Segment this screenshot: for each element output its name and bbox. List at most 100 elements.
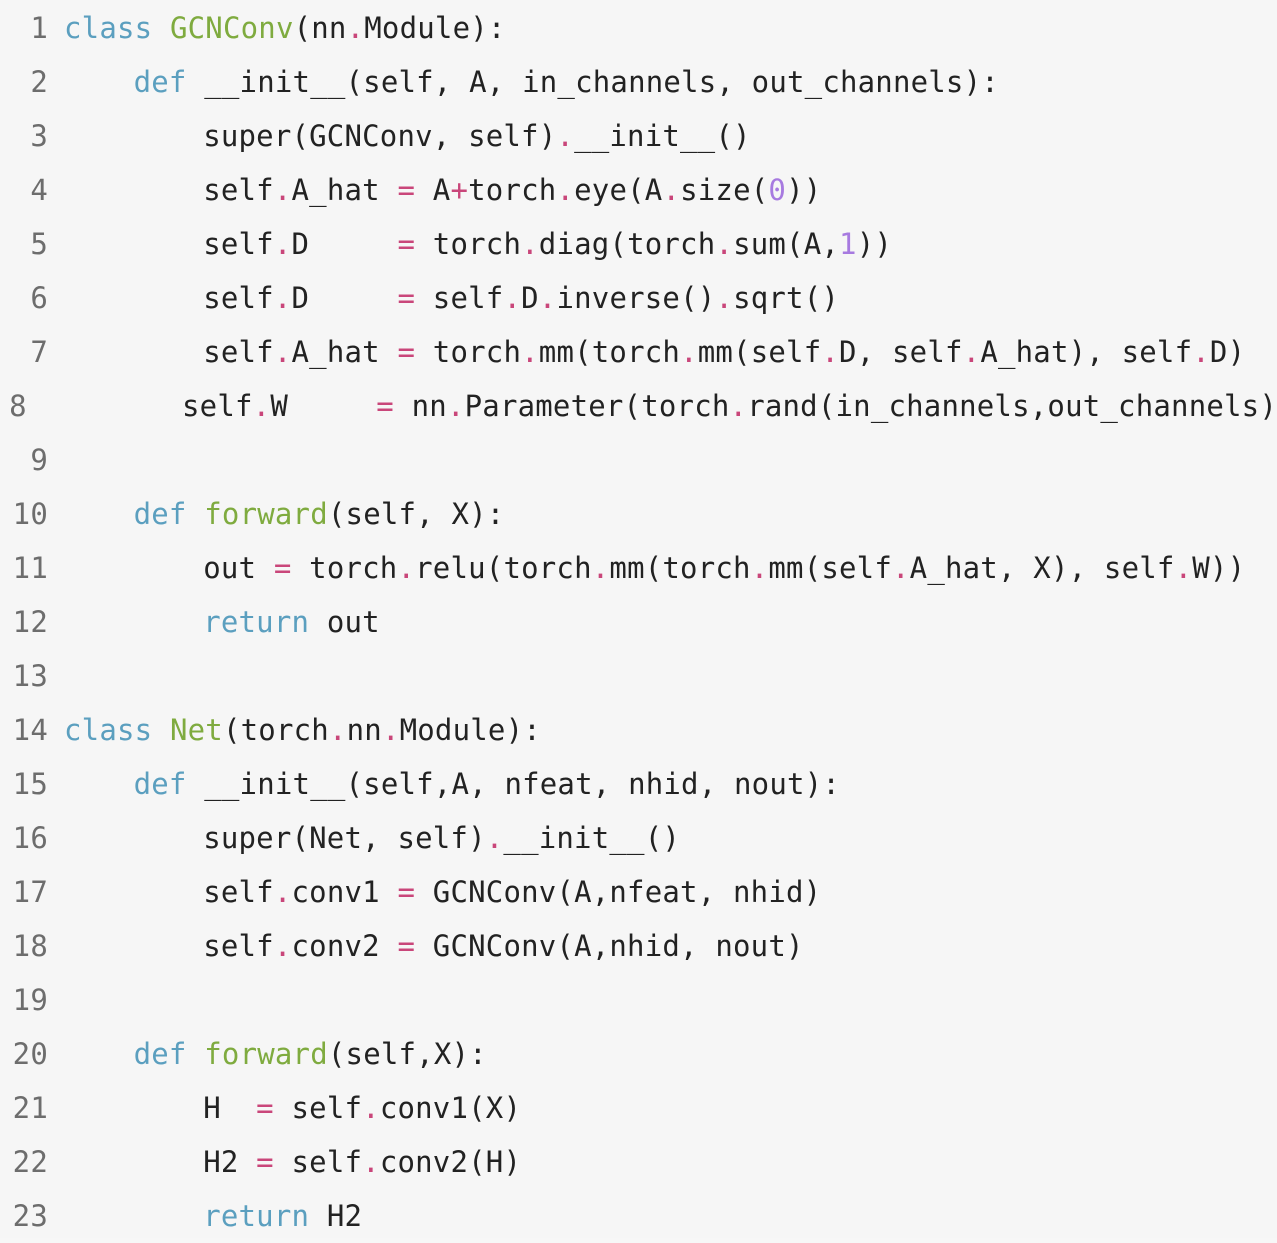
code-line: 3 super(GCNConv, self).__init__() [0,109,1277,163]
code-token: W)) [1192,551,1246,585]
code-token: . [715,227,734,261]
code-token: . [1174,551,1193,585]
line-number: 8 [9,389,27,423]
code-token: forward [204,1037,328,1071]
code-token: = [256,1145,274,1179]
code-line: 18 self.conv2 = GCNConv(A,nhid, nout) [0,919,1277,973]
code-token: self [182,389,253,423]
code-text: def forward(self, X): [64,497,505,531]
code-token: = [273,551,292,585]
code-token: Net [169,713,223,747]
code-token: return [203,605,310,639]
code-token: return [203,1199,310,1233]
line-number: 12 [12,605,48,639]
code-token: relu(torch [415,551,592,585]
code-token: = [397,335,416,369]
code-token: self [203,929,274,963]
code-token: H [203,1091,257,1125]
code-text: out = torch.relu(torch.mm(torch.mm(self.… [64,551,1245,585]
code-token: mm(self [768,551,892,585]
code-text: H2 = self.conv2(H) [64,1145,521,1179]
code-token: . [273,173,292,207]
code-token: def [133,497,187,531]
code-token: . [521,335,539,369]
code-token: self [203,281,274,315]
line-number: 13 [12,659,48,693]
code-token: D, self [839,335,963,369]
code-text: self.A_hat = torch.mm(torch.mm(self.D, s… [64,335,1245,369]
code-token: . [538,281,557,315]
code-line: 9 [0,433,1277,487]
code-token: . [273,875,292,909]
code-text: super(GCNConv, self).__init__() [64,119,751,153]
code-token: sum(A, [733,227,840,261]
code-token [152,11,170,45]
code-token: GCNConv(A,nhid, nout) [415,929,804,963]
code-token: . [273,335,292,369]
code-text: class GCNConv(nn.Module): [64,11,506,45]
code-token: . [446,389,465,423]
code-text: self.D = self.D.inverse().sqrt() [64,281,839,315]
code-token: . [273,227,292,261]
code-token: . [662,173,681,207]
code-token: . [680,335,698,369]
code-text: self.D = torch.diag(torch.sum(A,1)) [64,227,892,261]
code-token: self [203,173,274,207]
line-number: 1 [30,11,48,45]
code-token: mm(self [697,335,822,369]
code-token: Module): [364,11,506,45]
code-token: = [397,875,416,909]
code-token: out [203,551,274,585]
code-token [187,1037,205,1071]
code-token: . [556,119,575,153]
code-token: . [273,929,292,963]
code-token: self [203,875,274,909]
code-token: = [397,929,416,963]
code-token: torch [468,173,557,207]
line-number: 4 [30,173,48,207]
code-token: A_hat [291,173,398,207]
code-token: . [252,389,271,423]
line-number: 3 [30,119,48,153]
code-token: A_hat), self [980,335,1193,369]
code-token: . [892,551,910,585]
code-token: conv2 [291,929,398,963]
line-number: 10 [12,497,48,531]
code-token: A_hat [291,335,398,369]
code-token: 1 [839,227,857,261]
code-token: GCNConv(A,nfeat, nhid) [415,875,822,909]
code-token: D) [1209,335,1246,369]
code-token: . [715,281,734,315]
line-number: 18 [12,929,48,963]
code-token [187,497,205,531]
code-token: sqrt() [733,281,840,315]
code-token: A [415,173,451,207]
code-token: class [64,11,153,45]
code-token: GCNConv [169,11,294,45]
code-token: = [376,389,394,423]
code-token: __init__() [503,821,681,855]
code-token: . [962,335,981,369]
code-token: A_hat, X), self [909,551,1175,585]
code-token: conv2(H) [379,1145,522,1179]
line-number: 2 [30,65,48,99]
code-text: class Net(torch.nn.Module): [64,713,541,747]
code-token: = [256,1091,274,1125]
code-token: Module): [399,713,541,747]
code-text: self.conv1 = GCNConv(A,nfeat, nhid) [64,875,821,909]
code-token: . [397,551,416,585]
line-number: 5 [30,227,48,261]
code-token: def [133,767,187,801]
line-number: 15 [12,767,48,801]
code-text: super(Net, self).__init__() [64,821,680,855]
code-token: self [415,281,504,315]
code-token [152,713,170,747]
